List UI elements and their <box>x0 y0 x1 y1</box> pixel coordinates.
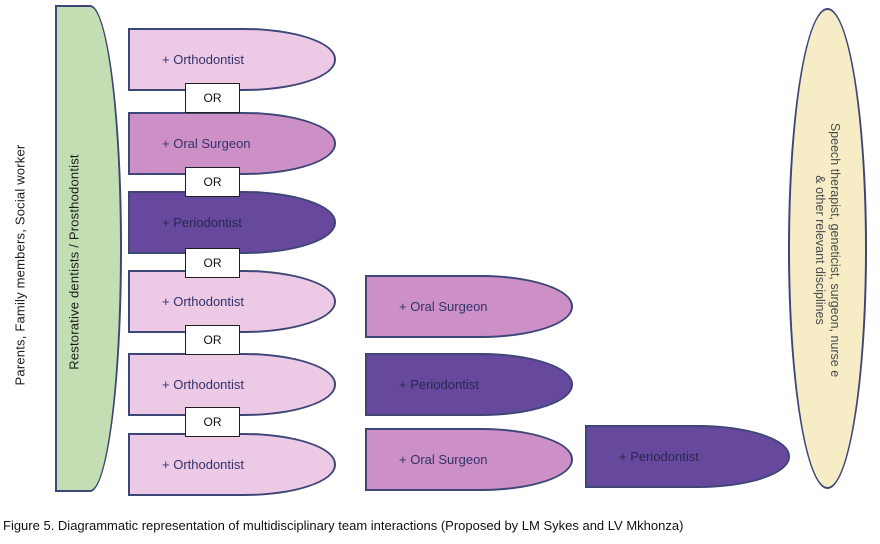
bullet-orthodontist-4: + Orthodontist <box>128 433 336 496</box>
figure-caption: Figure 5. Diagrammatic representation of… <box>3 518 684 533</box>
or-connector-1: OR <box>185 83 240 113</box>
bullet-orthodontist-1: + Orthodontist <box>128 28 336 91</box>
bullet-label: + Orthodontist <box>162 52 245 67</box>
bullet-label: + Oral Surgeon <box>399 299 488 314</box>
bullet-periodontist-2: + Periodontist <box>365 353 573 416</box>
bullet-label: + Orthodontist <box>162 457 245 472</box>
specialists-label-line2: & other relevant disciplines <box>813 175 827 325</box>
restorative-label: Restorative dentists / Prosthodontist <box>66 154 82 370</box>
specialists-ellipse <box>788 8 867 489</box>
bullet-orthodontist-2: + Orthodontist <box>128 270 336 333</box>
family-social-label: Parents, Family members, Social worker <box>12 144 28 386</box>
bullet-oral-surgeon-1: + Oral Surgeon <box>128 112 336 175</box>
or-connector-4: OR <box>185 325 240 355</box>
bullet-oral-surgeon-3: + Oral Surgeon <box>365 428 573 491</box>
bullet-label: + Periodontist <box>162 215 242 230</box>
or-connector-3: OR <box>185 248 240 278</box>
bullet-label: + Orthodontist <box>162 377 245 392</box>
bullet-label: + Periodontist <box>399 377 479 392</box>
restorative-shape <box>55 5 122 492</box>
bullet-label: + Orthodontist <box>162 294 245 309</box>
specialists-label: Speech therapist, geneticist, surgeon, n… <box>812 123 842 377</box>
bullet-label: + Oral Surgeon <box>399 452 488 467</box>
bullet-oral-surgeon-2: + Oral Surgeon <box>365 275 573 338</box>
or-connector-5: OR <box>185 407 240 437</box>
bullet-periodontist-1: + Periodontist <box>128 191 336 254</box>
bullet-orthodontist-3: + Orthodontist <box>128 353 336 416</box>
or-connector-2: OR <box>185 167 240 197</box>
specialists-label-line1: Speech therapist, geneticist, surgeon, n… <box>828 122 842 378</box>
bullet-label: + Periodontist <box>619 449 699 464</box>
bullet-label: + Oral Surgeon <box>162 136 251 151</box>
bullet-periodontist-3: + Periodontist <box>585 425 790 488</box>
